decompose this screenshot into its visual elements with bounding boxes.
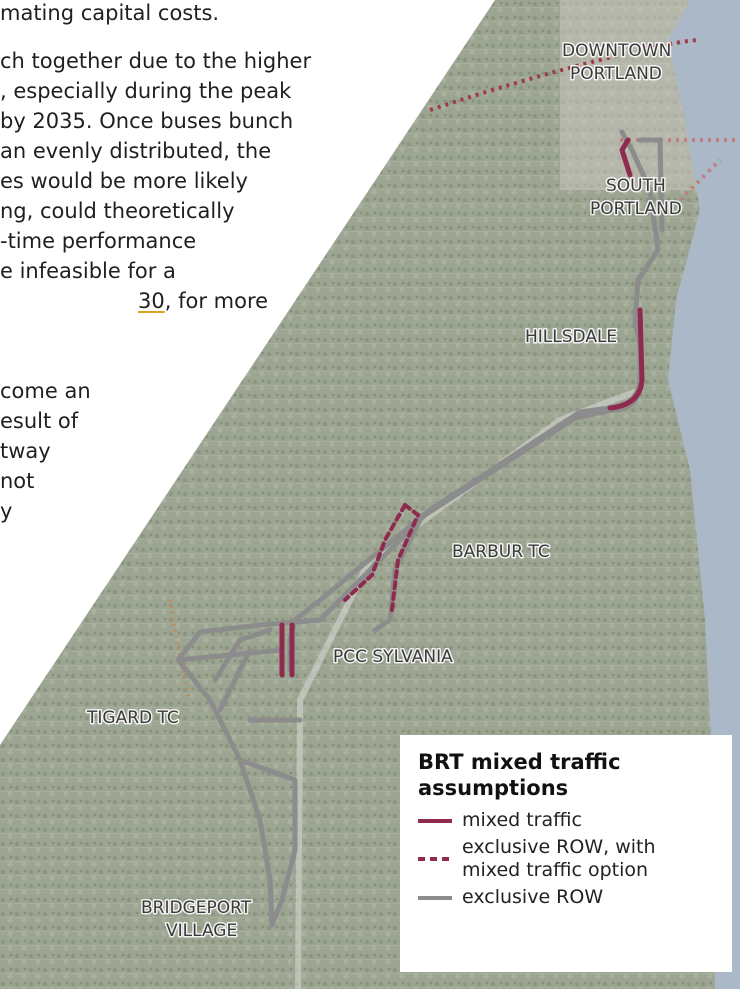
body-text-line: es would be more likely [0, 169, 248, 193]
body-text-line: , especially during the peak [0, 79, 292, 103]
label-south-portland: PORTLAND [590, 199, 682, 219]
body-text-line: not [0, 469, 35, 493]
label-bridgeport: BRIDGEPORT [141, 898, 252, 918]
figure-link[interactable]: 30 [138, 289, 165, 313]
legend-item-mixed-traffic: mixed traffic [418, 809, 716, 832]
label-pcc: PCC SYLVANIA [333, 647, 453, 667]
legend-item-mixed-option: exclusive ROW, with mixed traffic option [418, 836, 716, 882]
body-text-line: esult of [0, 409, 79, 433]
mixed-option-routes [343, 503, 421, 612]
mixed-option-swatch [418, 857, 452, 861]
label-portland: PORTLAND [570, 64, 662, 84]
label-tigard: TIGARD TC [86, 708, 179, 728]
body-text-line: ng, could theoretically [0, 199, 235, 223]
map-legend: BRT mixed traffic assumptions mixed traf… [400, 735, 732, 972]
body-text-line: y [0, 499, 13, 523]
body-text-line: mating capital costs. [0, 1, 220, 25]
body-text-line: an evenly distributed, the [0, 139, 272, 163]
body-text-line: ch together due to the higher [0, 49, 312, 73]
mixed-traffic-swatch [418, 818, 452, 823]
legend-title: BRT mixed traffic assumptions [418, 750, 621, 800]
label-barbur: BARBUR TC [452, 542, 550, 562]
body-text-line: come an [0, 379, 91, 403]
body-text-line: e infeasible for a [0, 259, 176, 283]
label-village: VILLAGE [166, 921, 237, 941]
label-hillsdale: HILLSDALE [525, 327, 617, 347]
label-south: SOUTH [606, 176, 666, 196]
body-text-line: tway [0, 439, 51, 463]
legend-item-exclusive-row: exclusive ROW [418, 886, 716, 909]
body-text-line: -time performance [0, 229, 197, 253]
body-text-line: by 2035. Once buses bunch [0, 109, 294, 133]
mixed-traffic-routes [279, 137, 645, 678]
label-downtown: DOWNTOWN [562, 41, 671, 61]
exclusive-row-swatch [418, 895, 452, 900]
body-text-line: 30, for more [0, 286, 268, 316]
